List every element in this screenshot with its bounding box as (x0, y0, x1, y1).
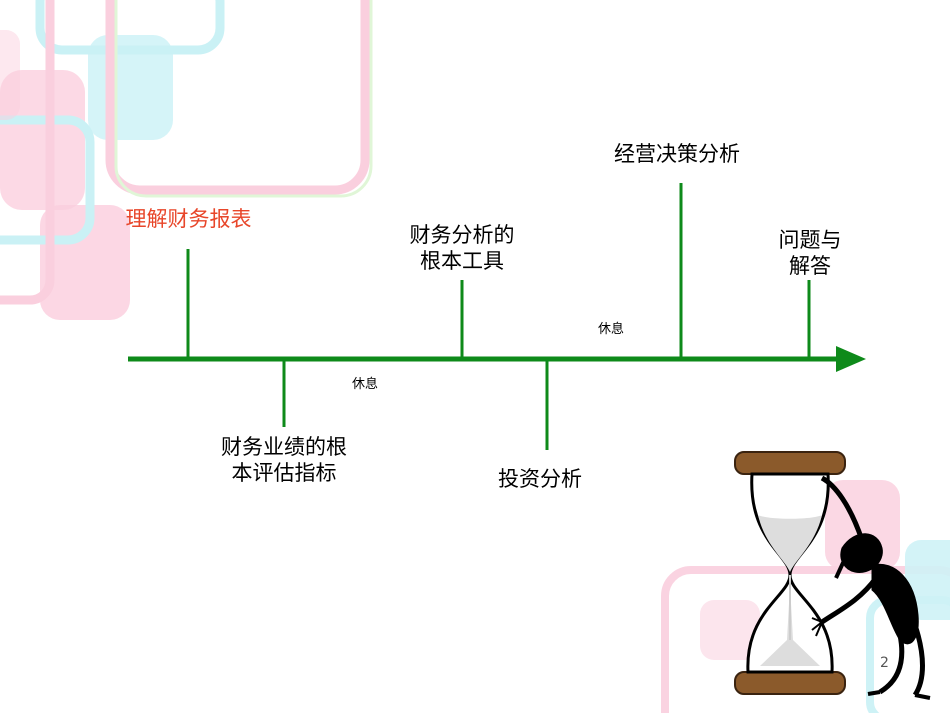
label-line: 财务分析的 (409, 223, 515, 247)
label-line: 本评估指标 (231, 461, 337, 486)
label-qa: 问题与 解答 (760, 227, 860, 280)
label-line: 问题与 (778, 228, 842, 252)
label-line: 理解财务报表 (125, 207, 252, 231)
label-break-1: 休息 (351, 377, 378, 392)
label-understand-statements: 理解财务报表 (106, 206, 271, 232)
label-line: 经营决策分析 (614, 142, 740, 166)
label-break-2: 休息 (597, 322, 624, 337)
stick-figure-icon (811, 475, 931, 700)
label-decision-analysis: 经营决策分析 (592, 141, 762, 167)
label-line: 财务业绩的根 (221, 435, 347, 459)
label-analysis-tools: 财务分析的 根本工具 (382, 222, 542, 275)
label-line: 解答 (789, 254, 831, 279)
decor-top-left (0, 0, 373, 320)
page-number: 2 (880, 655, 889, 671)
label-line: 投资分析 (498, 467, 582, 491)
label-performance-metrics: 财务业绩的根 本评估指标 (194, 434, 374, 487)
label-investment-analysis: 投资分析 (470, 466, 610, 492)
timeline-arrowhead (836, 346, 866, 372)
hourglass-icon (734, 451, 846, 695)
timeline (128, 183, 866, 450)
label-line: 根本工具 (420, 249, 504, 274)
